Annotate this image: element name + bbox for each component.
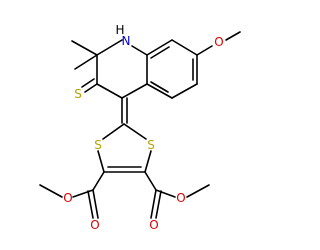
bond bbox=[121, 83, 148, 99]
carbonyl-oxygen-right-label: O bbox=[149, 218, 158, 232]
bond bbox=[97, 150, 105, 173]
bond bbox=[92, 171, 105, 191]
bond bbox=[96, 39, 123, 56]
molecule-structure: H N O S S S O O O O bbox=[39, 23, 241, 232]
hydrogen-label: H bbox=[115, 23, 124, 37]
bond bbox=[81, 78, 95, 88]
bond bbox=[144, 150, 152, 173]
bond bbox=[225, 31, 241, 41]
ester-oxygen-right-label: O bbox=[176, 191, 185, 205]
methoxy-oxygen-label: O bbox=[214, 35, 223, 49]
thione-sulfur-label: S bbox=[74, 87, 82, 101]
atom-labels: H N O S S S O O O O bbox=[63, 23, 223, 232]
bond bbox=[150, 81, 169, 93]
bond-lines bbox=[39, 31, 241, 219]
bond bbox=[74, 54, 98, 70]
bond bbox=[72, 189, 94, 198]
bond bbox=[92, 189, 99, 219]
bond bbox=[84, 83, 98, 93]
ring-sulfur-left-label: S bbox=[94, 138, 102, 152]
bond bbox=[96, 83, 123, 99]
bond bbox=[123, 123, 147, 140]
bond bbox=[71, 40, 98, 56]
ring-sulfur-right-label: S bbox=[147, 138, 155, 152]
bond bbox=[39, 184, 63, 198]
bond bbox=[102, 123, 125, 140]
bond bbox=[171, 39, 198, 56]
bond bbox=[150, 46, 170, 59]
bond bbox=[144, 171, 157, 191]
bond bbox=[150, 189, 157, 219]
ester-oxygen-left-label: O bbox=[63, 191, 72, 205]
bond bbox=[87, 190, 94, 219]
bond bbox=[186, 184, 210, 198]
bond bbox=[171, 83, 198, 99]
bond bbox=[196, 45, 213, 56]
bond bbox=[155, 189, 176, 198]
bond bbox=[131, 45, 148, 56]
nitrogen-label: N bbox=[122, 34, 131, 48]
bond bbox=[155, 190, 162, 219]
bond bbox=[146, 39, 173, 56]
carbonyl-oxygen-left-label: O bbox=[90, 218, 99, 232]
bond bbox=[146, 83, 173, 99]
